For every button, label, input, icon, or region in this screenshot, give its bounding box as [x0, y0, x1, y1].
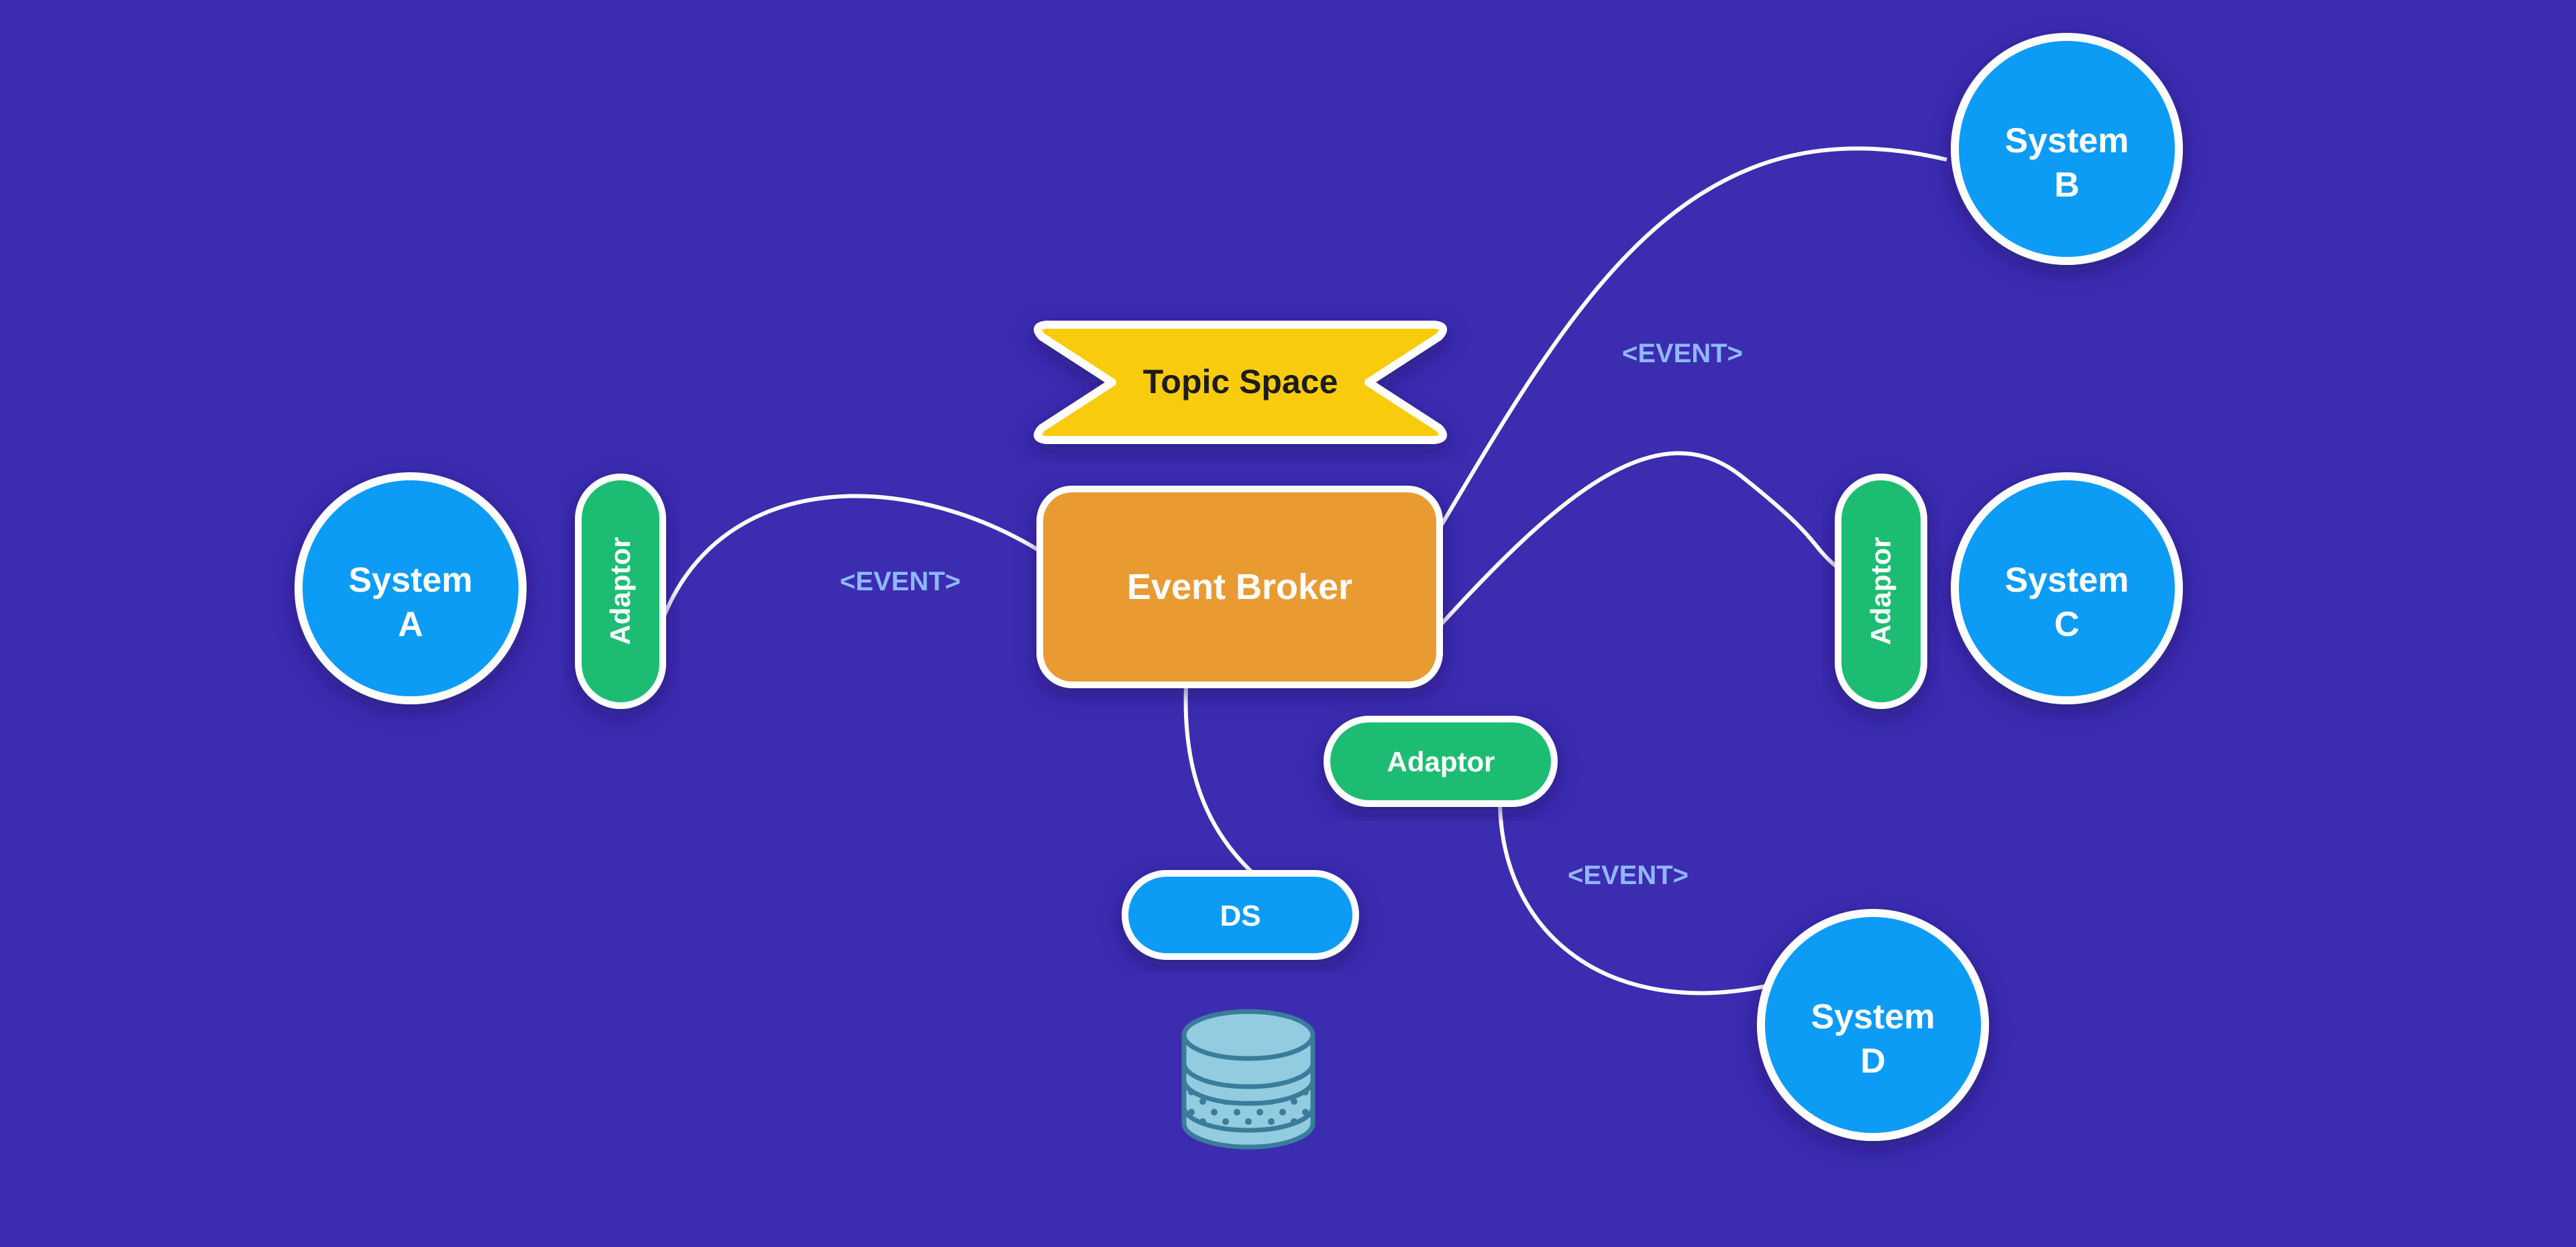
system-c-label-line2: C — [2054, 605, 2080, 644]
ds-label: DS — [1220, 900, 1260, 932]
topic-space-label: Topic Space — [1143, 363, 1338, 400]
adaptor-a[interactable]: Adaptor — [575, 474, 666, 709]
event-label-a: <EVENT> — [840, 567, 961, 596]
event-broker-box[interactable]: Event Broker — [1036, 486, 1443, 688]
system-a-label-line2: A — [398, 605, 423, 644]
ds-node[interactable]: DS — [1122, 870, 1359, 960]
database-icon — [1181, 1009, 1316, 1150]
connector-broker-adaptor-c — [1439, 451, 1838, 627]
system-a-label-line1: System — [349, 561, 473, 600]
system-d-label-line1: System — [1811, 997, 1935, 1036]
event-broker-label: Event Broker — [1127, 567, 1352, 607]
adaptor-d[interactable]: Adaptor — [1324, 716, 1558, 807]
connector-broker-system-b — [1439, 146, 1947, 527]
connector-adaptor-a-broker — [662, 494, 1040, 617]
system-a-node[interactable]: System A — [294, 472, 527, 704]
system-b-label-line1: System — [2005, 121, 2129, 160]
adaptor-a-label: Adaptor — [604, 537, 636, 645]
topic-space-ribbon[interactable]: Topic Space — [1033, 321, 1448, 444]
event-label-b: <EVENT> — [1622, 339, 1743, 368]
connector-broker-ds — [1183, 686, 1254, 874]
system-d-node[interactable]: System D — [1757, 909, 1989, 1141]
adaptor-c-label: Adaptor — [1865, 537, 1896, 645]
system-c-label-line1: System — [2005, 561, 2129, 600]
system-d-label-line2: D — [1860, 1042, 1886, 1081]
system-b-label-line2: B — [2054, 166, 2080, 205]
system-c-node[interactable]: System C — [1951, 472, 2183, 704]
connector-adaptor-d-system-d — [1498, 804, 1767, 995]
adaptor-c[interactable]: Adaptor — [1835, 474, 1927, 709]
adaptor-d-label: Adaptor — [1387, 746, 1495, 777]
system-b-node[interactable]: System B — [1951, 33, 2183, 265]
event-label-d: <EVENT> — [1568, 861, 1688, 890]
